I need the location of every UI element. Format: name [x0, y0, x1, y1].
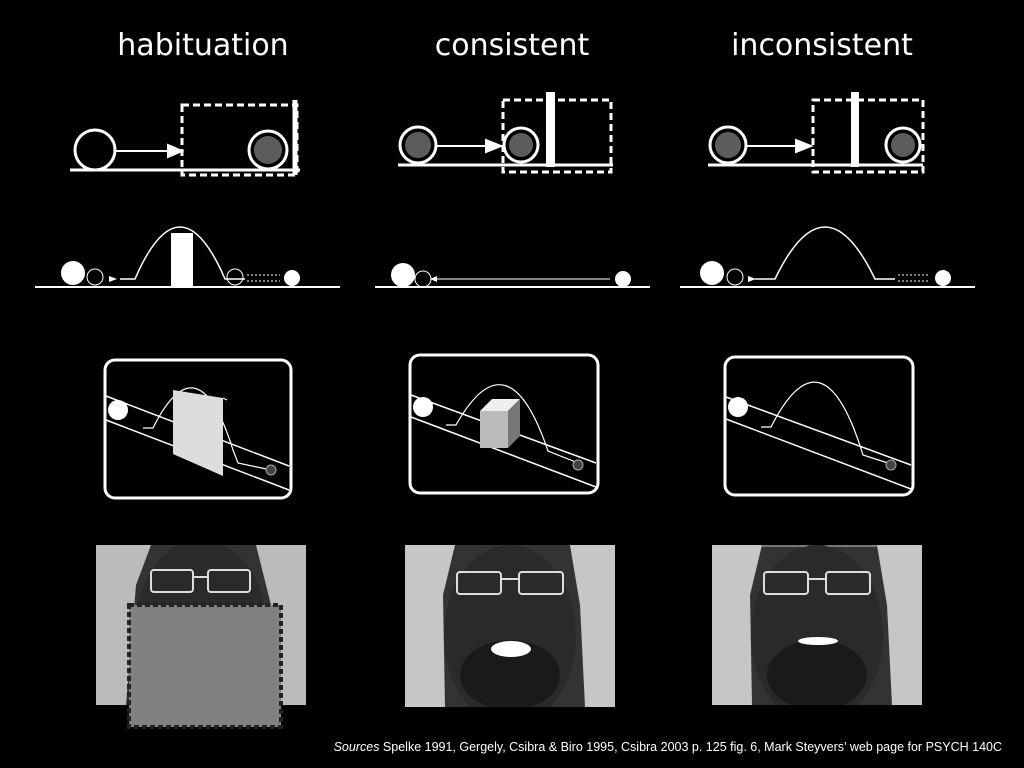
ball-screen-diagram-habituation — [70, 100, 300, 177]
heading-inconsistent: inconsistent — [731, 28, 913, 63]
ball-screen-diagram-consistent — [398, 92, 613, 174]
face-photo-habituation — [96, 545, 306, 729]
ramp-diagram-consistent — [408, 353, 600, 495]
heading-habituation: habituation — [117, 28, 289, 63]
source-citation: Sources Spelke 1991, Gergely, Csibra & B… — [334, 740, 1002, 754]
source-label: Sources — [333, 740, 380, 754]
jump-trajectory-consistent — [375, 263, 650, 288]
ramp-diagram-inconsistent — [723, 355, 915, 497]
jump-trajectory-habituation — [35, 226, 340, 288]
ramp-diagram-habituation — [103, 358, 293, 500]
heading-consistent: consistent — [434, 28, 590, 63]
source-text: Spelke 1991, Gergely, Csibra & Biro 1995… — [379, 740, 1002, 754]
ball-screen-diagram-inconsistent — [708, 92, 925, 174]
face-photo-consistent — [405, 545, 615, 707]
jump-trajectory-inconsistent — [680, 226, 975, 288]
face-photo-inconsistent — [712, 545, 922, 705]
